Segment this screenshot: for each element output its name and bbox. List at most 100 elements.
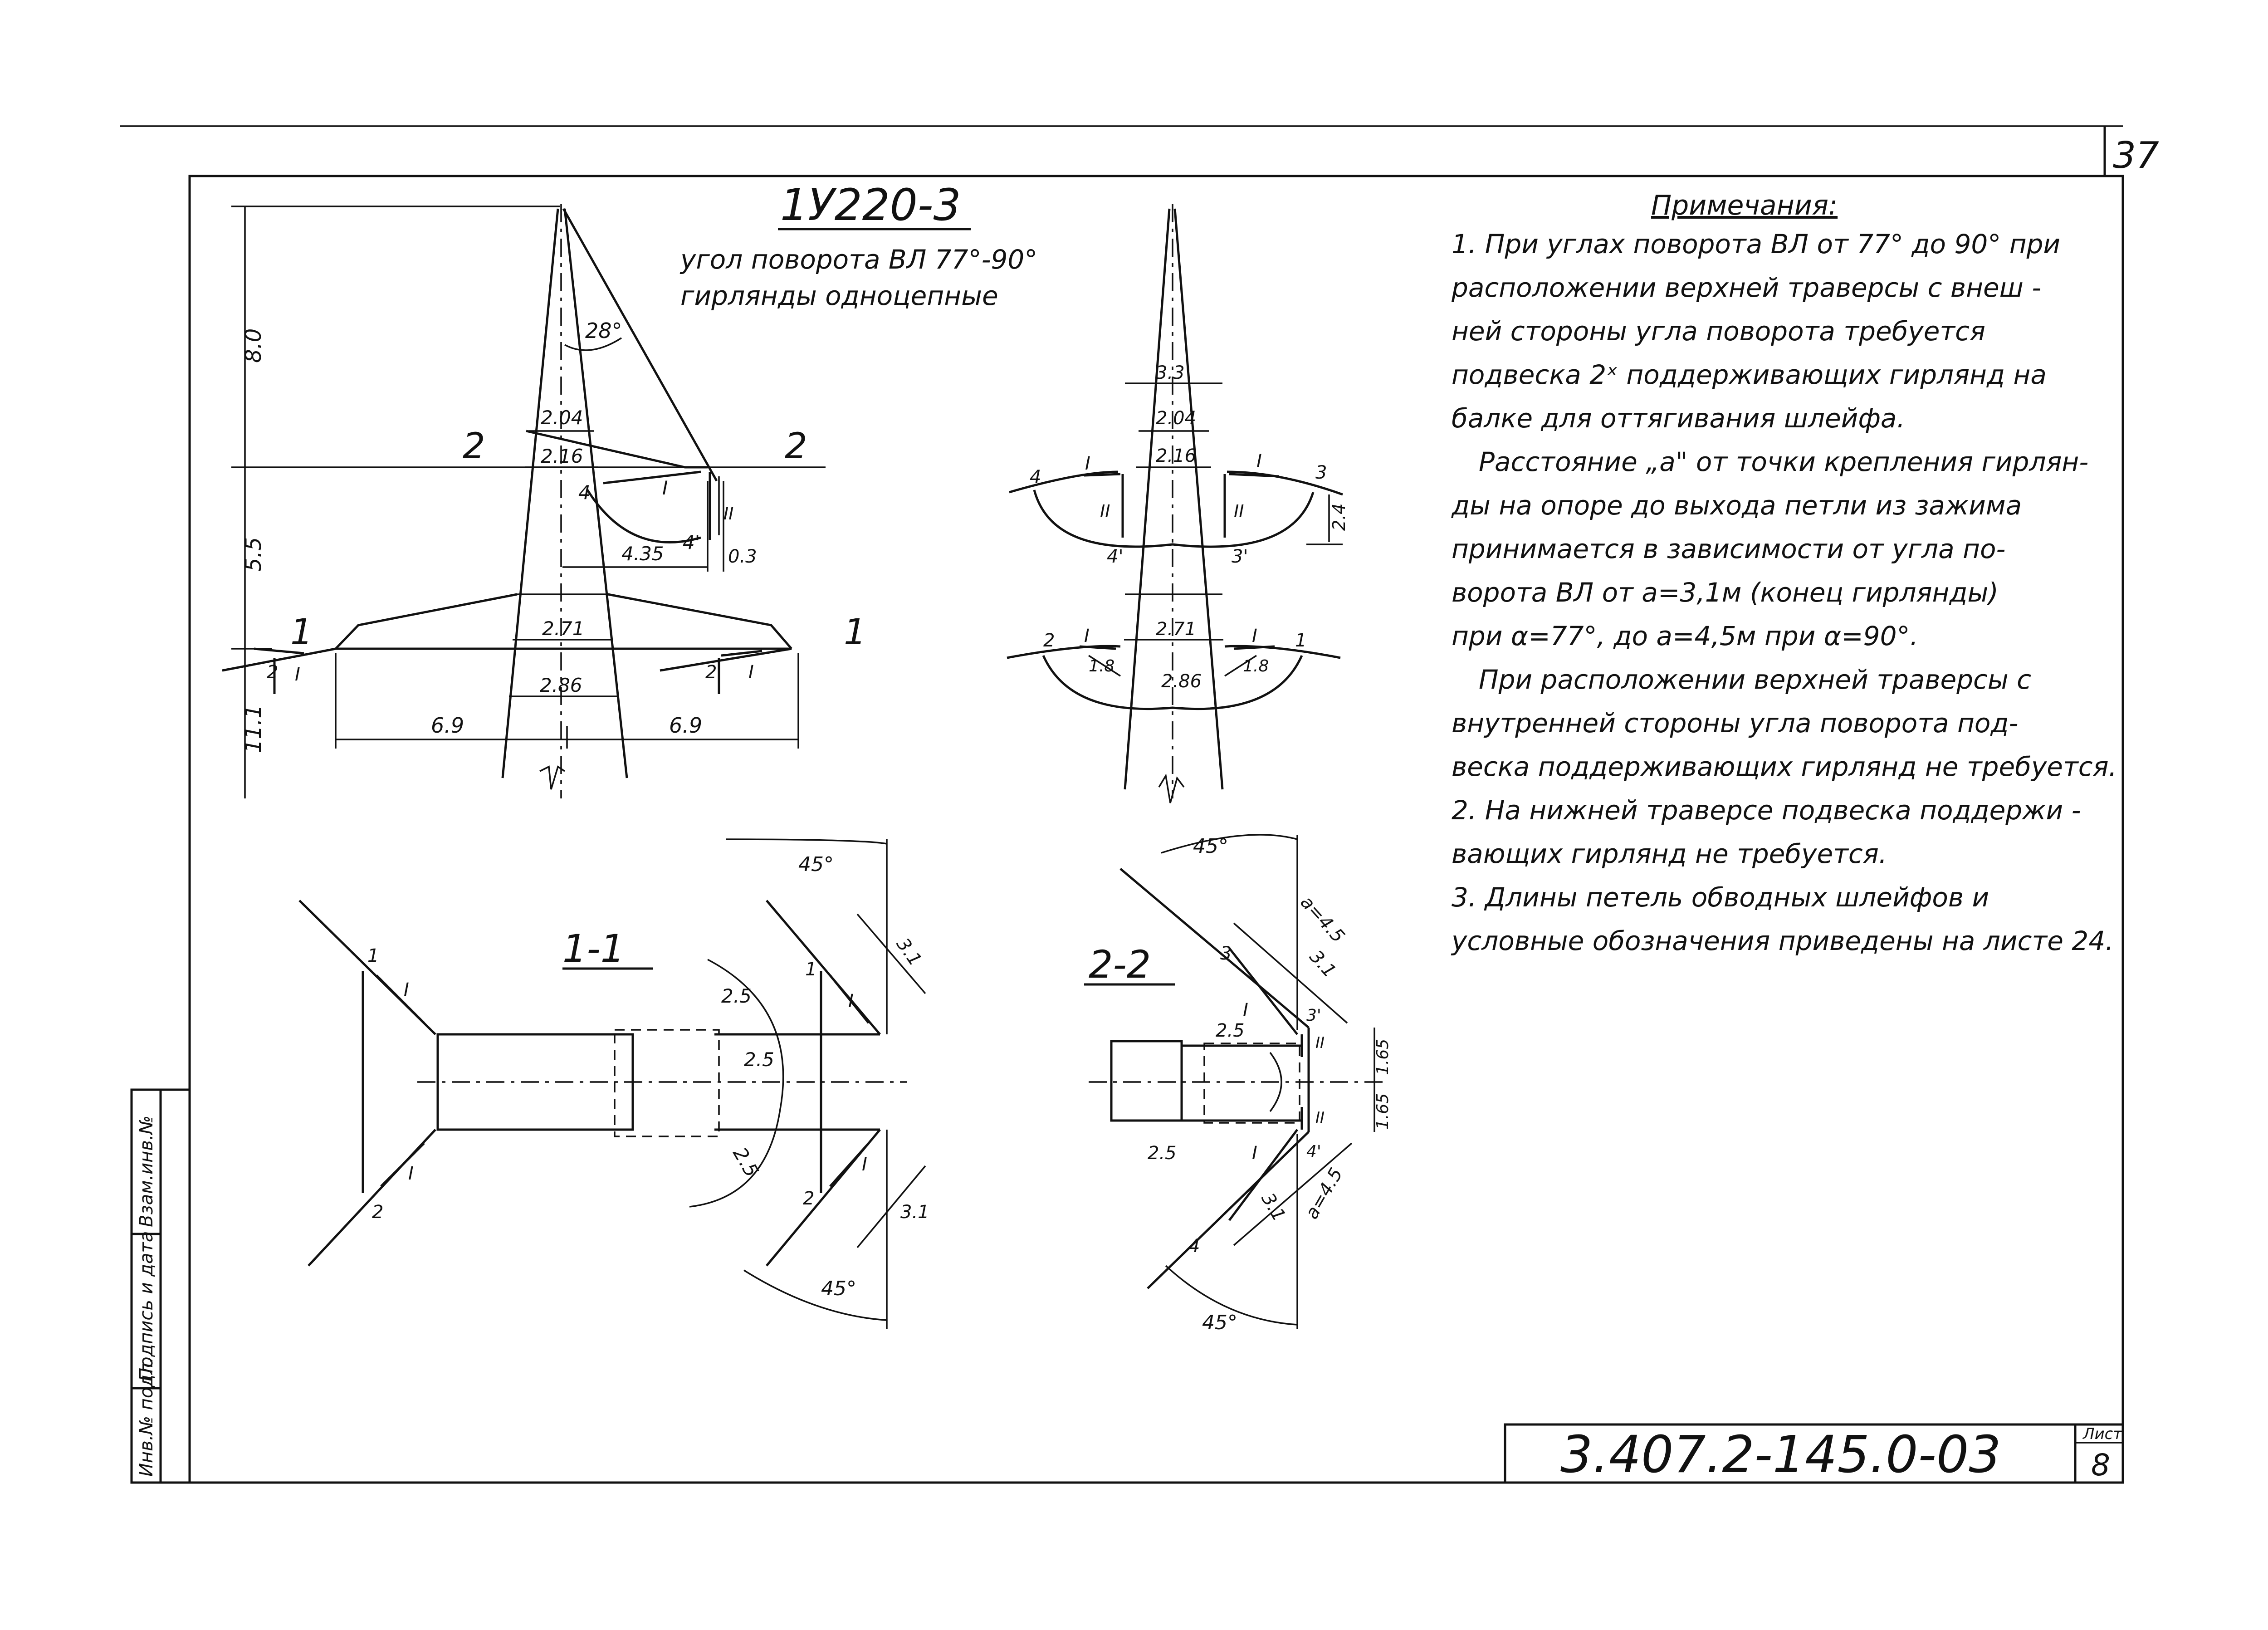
section-2-2-title: 2-2 [1089,942,1151,987]
s1-dim-2-5-a: 2.5 [721,985,752,1007]
tower-type-title: 1У220-3 [780,180,961,230]
note-line: условные обозначения приведены на листе … [1452,925,2114,956]
stamp-inv-podl: Инв.№ подл. [136,1357,157,1477]
note-line: 1. При углах поворота ВЛ от 77° до 90° п… [1452,229,2061,259]
section-1-1-title: 1-1 [562,926,625,971]
r-label-II-left: II [1100,501,1110,521]
side-stamp: Инв.№ подл. Подпись и дата Взам.инв.№ [130,1088,191,1484]
dim-8-0: 8.0 [241,328,266,363]
dim-2-16-r: 2.16 [1156,445,1196,466]
dim-1-8-left: 1.8 [1089,657,1114,675]
s2-label-4: 4 [1188,1236,1200,1257]
dim-5-5: 5.5 [241,537,266,572]
section-mark-2-left: 2 [463,426,485,467]
s2-label-3-prime: 3' [1306,1006,1321,1025]
note-line: веска поддерживающих гирлянд не требуетс… [1452,751,2117,782]
r-label-3-prime: 3' [1232,546,1248,567]
s2-angle-45-bottom: 45° [1202,1311,1237,1334]
dim-2-04: 2.04 [541,406,583,429]
title-block: 3.407.2-145.0-03 Лист 8 [1504,1423,2124,1484]
r-label-II-right: II [1234,501,1244,521]
s1-label-I-lower-left: I [408,1163,414,1184]
sheet-frame: 37 [120,125,2159,1484]
s2-label-3: 3 [1220,943,1232,964]
s2-dim-1-65-top: 1.65 [1374,1039,1392,1075]
note-line: расположении верхней траверсы с внеш - [1452,272,2042,303]
label-string-I-lower-right: I [748,662,754,683]
s2-dim-3-1-top: 3.1 [1305,946,1340,982]
r-label-I-lower-left: I [1084,626,1090,646]
label-string-I-upper: I [662,477,668,499]
s2-label-II-upper: II [1315,1034,1325,1052]
note-line: 2. На нижней траверсе подвеска поддержи … [1452,795,2081,826]
subtitle-strings: гирлянды одноцепные [680,280,998,311]
note-line: подвеска 2ˣ поддерживающих гирлянд на [1452,359,2047,390]
dim-0-3: 0.3 [728,546,757,567]
subtitle-angle: угол поворота ВЛ 77°-90° [679,244,1037,275]
s2-dim-3-1-bottom: 3.1 [1257,1189,1290,1225]
s1-label-2-right: 2 [803,1188,814,1209]
label-string-I-lower-left: I [295,664,300,685]
label-string-II-upper: II [723,504,733,524]
corner-number: 37 [2113,134,2159,176]
notes-heading: Примечания: [1651,190,1838,221]
s1-dim-3-1-top: 3.1 [892,934,926,970]
note-line: принимается в зависимости от угла по- [1452,534,2006,564]
note-line: вающих гирлянд не требуется. [1452,838,1887,869]
label-2-lower-left: 2 [267,662,278,683]
dim-6-9-right: 6.9 [669,713,702,738]
note-line: При расположении верхней траверсы с [1479,664,2032,695]
sheet-number: 8 [2091,1448,2110,1483]
stamp-podpis: Подпись и дата [136,1231,157,1381]
note-line: Расстояние „a" от точки крепления гирлян… [1479,446,2089,477]
s1-label-1-right: 1 [805,959,816,980]
s1-dim-3-1-bottom: 3.1 [900,1202,929,1223]
dim-2-71-r: 2.71 [1156,619,1196,640]
s1-label-I-lower-right: I [862,1154,867,1175]
label-4: 4 [578,481,591,504]
s1-dim-2-5-b: 2.5 [744,1048,774,1071]
s1-dim-2-5-c: 2.5 [728,1144,763,1181]
s2-label-4-prime: 4' [1306,1142,1321,1161]
section-mark-1-right: 1 [844,612,866,653]
note-line: балке для оттягивания шлейфа. [1452,403,1905,434]
s1-label-2-left: 2 [372,1202,383,1223]
dim-2-86-r: 2.86 [1161,671,1202,692]
section-2-2: 2-2 3 I 3' II II 4' I 4 45° 45° a=4.5 3.… [1084,834,1392,1334]
tower-elevation-right: 3.3 2.04 2.16 2.71 2.86 4 I 3 I II II 4'… [1007,204,1349,803]
section-1-1: 1-1 1 I 2 I 1 I 2 I 45° 45° [298,838,929,1329]
r-label-I-right: I [1256,451,1262,472]
label-2-lower-right: 2 [705,662,717,683]
label-4-prime: 4' [683,531,700,553]
drawing-code: 3.407.2-145.0-03 [1560,1425,2001,1484]
tower-elevation-left: 28° 8.0 5.5 11.1 2 2 1 1 2.04 2.16 2.71 … [222,204,866,798]
dim-2-71: 2.71 [542,617,585,640]
dim-11-1: 11.1 [241,705,266,753]
dim-1-8-right: 1.8 [1243,657,1269,675]
s1-angle-45-top: 45° [798,853,834,876]
note-line: ворота ВЛ от a=3,1м (конец гирлянды) [1452,577,1999,608]
r-label-4: 4 [1030,467,1041,488]
stamp-vzam: Взам.инв.№ [136,1116,157,1227]
r-label-4-prime: 4' [1107,546,1123,567]
s2-dim-a-4-5-bottom: a=4.5 [1301,1165,1347,1223]
dim-4-35: 4.35 [621,543,664,565]
dim-2-04-r: 2.04 [1156,408,1196,429]
note-line: 3. Длины петель обводных шлейфов и [1452,882,1989,913]
s2-label-II-lower: II [1315,1109,1325,1127]
s1-label-I-upper-left: I [404,979,409,1000]
drawing-header: 1У220-3 угол поворота ВЛ 77°-90° гирлянд… [679,180,1037,311]
s2-label-I-upper: I [1243,1000,1248,1021]
s2-dim-2-5-bottom: 2.5 [1148,1143,1177,1164]
dim-3-3: 3.3 [1156,362,1185,383]
r-label-3: 3 [1315,462,1327,483]
s1-label-I-upper-right: I [848,991,854,1012]
dim-2-16: 2.16 [541,445,583,467]
note-line: ней стороны угла поворота требуется [1452,316,1985,347]
note-line: при α=77°, до a=4,5м при α=90°. [1452,621,1918,651]
r-label-I-left: I [1085,453,1090,474]
r-label-2: 2 [1043,630,1055,651]
s1-angle-45-bottom: 45° [821,1277,856,1300]
dim-2-86: 2.86 [540,674,582,696]
